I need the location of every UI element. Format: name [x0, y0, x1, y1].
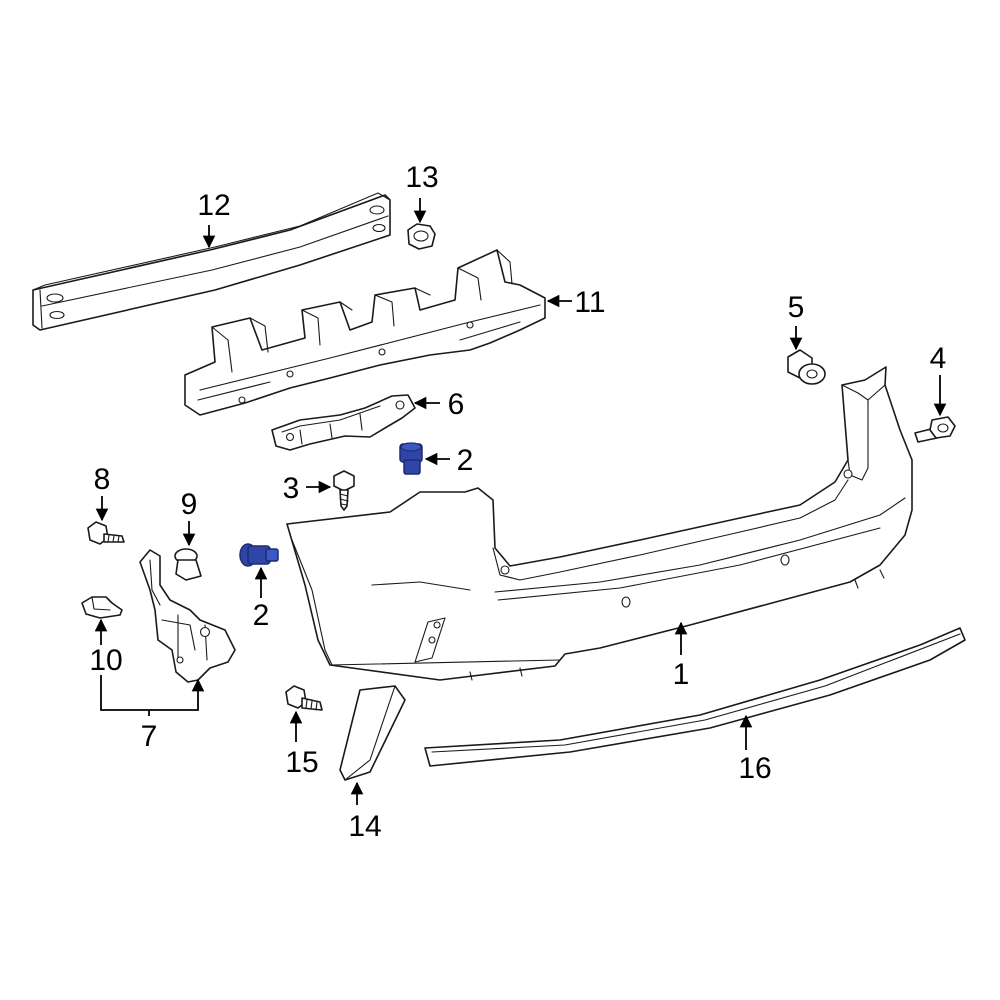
callout-4: 4 — [930, 342, 947, 375]
callout-16: 16 — [738, 752, 771, 785]
part-10-clip-nut[interactable] — [81, 596, 123, 619]
part-5-clip[interactable] — [787, 349, 826, 385]
part-14-side-trim[interactable] — [339, 685, 406, 781]
part-6-bracket[interactable] — [271, 394, 416, 451]
callout-1: 1 — [673, 658, 690, 691]
part-9-grommet[interactable] — [174, 548, 202, 581]
part-2-retainer-lower[interactable] — [239, 543, 279, 567]
part-7-side-bracket[interactable] — [139, 549, 236, 683]
callout-2-lower: 2 — [253, 599, 270, 632]
callout-6: 6 — [448, 388, 465, 421]
part-2-retainer-upper[interactable] — [399, 442, 423, 475]
callout-3: 3 — [283, 472, 300, 505]
callout-12: 12 — [197, 189, 230, 222]
callout-9: 9 — [181, 488, 198, 521]
callout-10: 10 — [89, 644, 122, 677]
part-13-nut[interactable] — [407, 223, 436, 250]
callout-labels: 1 2 2 3 4 5 6 7 8 9 10 11 12 13 14 15 16 — [89, 161, 946, 843]
part-1-bumper-cover[interactable] — [286, 366, 913, 681]
part-12-reinforcement-bar[interactable] — [32, 192, 391, 331]
callout-2-upper: 2 — [457, 444, 474, 477]
callout-11: 11 — [574, 286, 605, 319]
part-16-step-pad[interactable] — [424, 627, 966, 767]
callout-13: 13 — [405, 161, 438, 194]
part-15-screw[interactable] — [285, 685, 323, 711]
part-3-screw[interactable] — [333, 470, 355, 511]
callout-7: 7 — [141, 720, 158, 753]
callout-15: 15 — [285, 746, 318, 779]
callout-8: 8 — [94, 463, 111, 496]
part-8-screw[interactable] — [87, 521, 125, 545]
part-4-bolt[interactable] — [914, 416, 956, 443]
callout-5: 5 — [788, 291, 805, 324]
callout-leaders — [94, 198, 947, 805]
part-11-energy-absorber[interactable] — [184, 249, 546, 416]
callout-14: 14 — [348, 810, 381, 843]
